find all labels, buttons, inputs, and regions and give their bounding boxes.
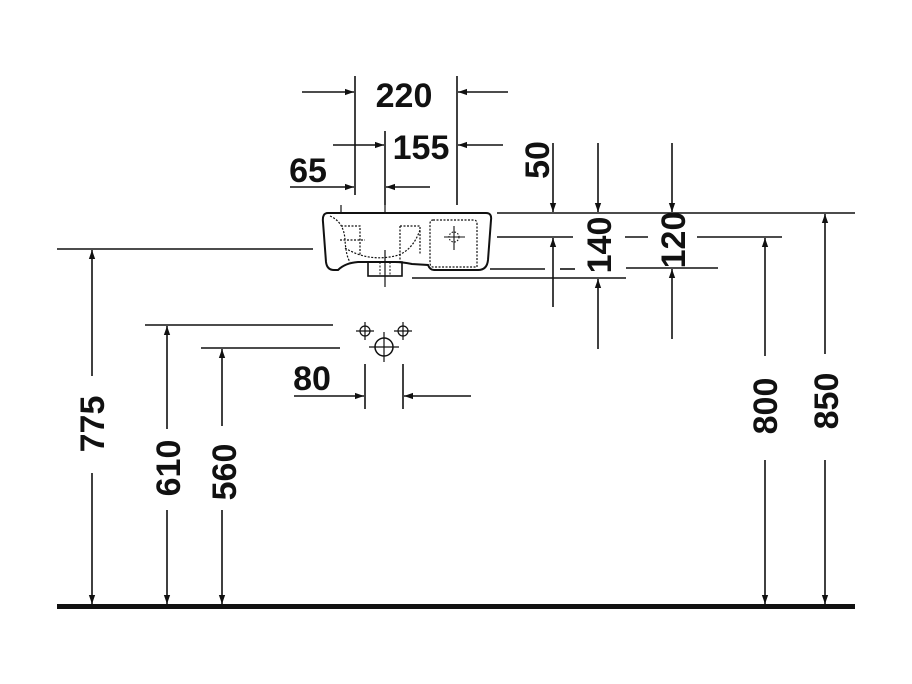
dimension-610 xyxy=(145,324,333,604)
label-850: 850 xyxy=(808,373,846,430)
label-50: 50 xyxy=(519,141,557,179)
floor-line xyxy=(57,604,855,609)
label-120: 120 xyxy=(655,212,693,269)
label-560: 560 xyxy=(206,444,244,501)
label-800: 800 xyxy=(747,378,785,435)
label-155: 155 xyxy=(393,129,450,167)
dimension-800 xyxy=(697,236,782,604)
label-775: 775 xyxy=(74,396,112,453)
basin-front-view xyxy=(321,205,493,287)
label-140: 140 xyxy=(581,217,619,274)
dimension-50 xyxy=(497,143,855,307)
dimension-220 xyxy=(302,76,508,205)
label-65: 65 xyxy=(289,152,327,190)
dimension-140 xyxy=(412,143,626,349)
dimension-775 xyxy=(57,248,313,604)
label-220: 220 xyxy=(376,77,433,115)
dimension-560 xyxy=(201,347,340,604)
dimension-120 xyxy=(625,143,718,339)
label-80: 80 xyxy=(293,360,331,398)
water-connection-symbols xyxy=(356,322,412,362)
dimension-80 xyxy=(294,364,471,409)
dimension-155 xyxy=(333,131,503,205)
label-610: 610 xyxy=(150,440,188,497)
